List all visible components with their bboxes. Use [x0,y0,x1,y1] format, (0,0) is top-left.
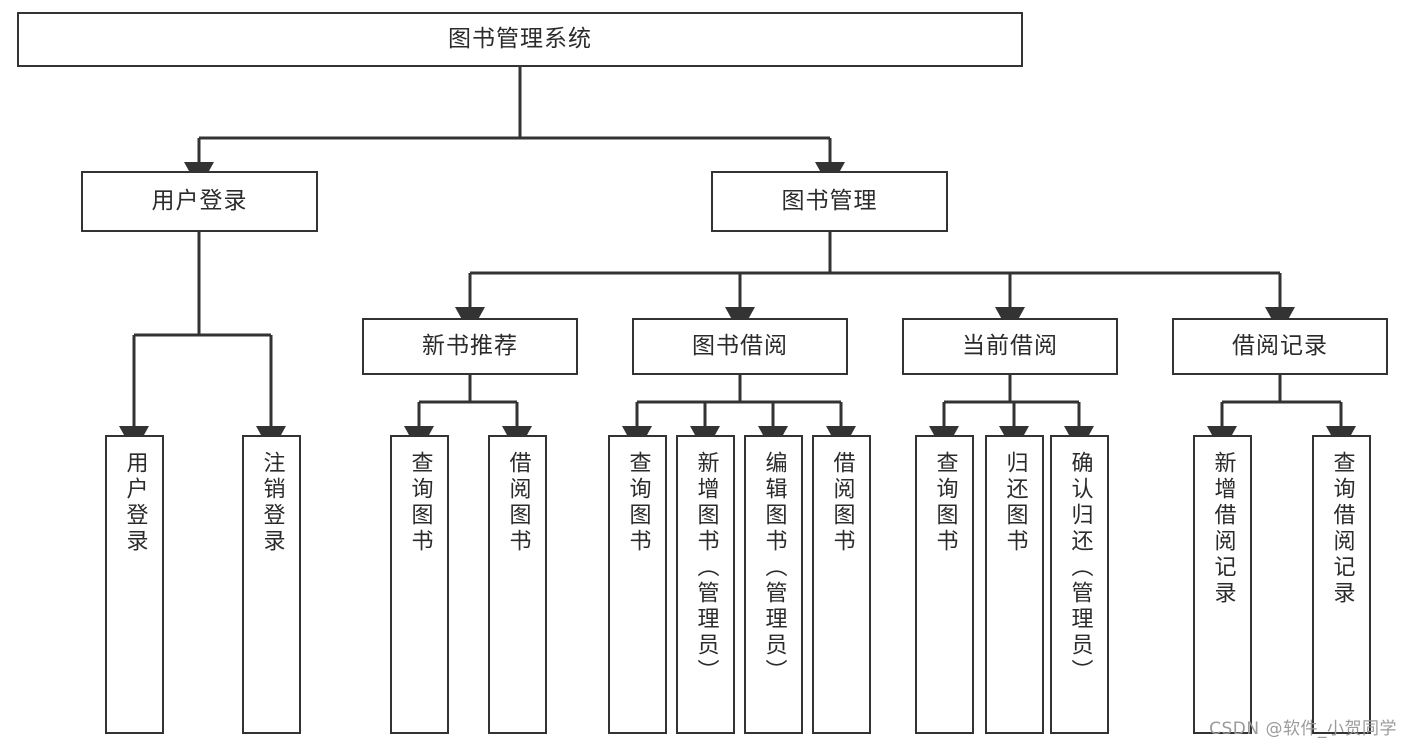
node-label: 借阅记录 [1232,332,1328,359]
node-label: 查询图书 [625,451,651,555]
node-leaf-query-borrow-record[interactable]: 查询借阅记录 [1312,435,1371,734]
node-label: 新增图书（管理员） [693,451,719,685]
node-label: 查询图书 [932,451,958,555]
node-leaf-confirm-return-admin[interactable]: 确认归还（管理员） [1050,435,1109,734]
node-leaf-query-book-current[interactable]: 查询图书 [915,435,974,734]
node-label: 查询图书 [407,451,433,555]
node-label: 编辑图书（管理员） [761,451,787,685]
node-label: 用户登录 [122,451,148,555]
node-label: 新增借阅记录 [1210,451,1236,607]
csdn-watermark: CSDN @软件_小贺同学 [1209,719,1397,739]
node-leaf-logout[interactable]: 注销登录 [242,435,301,734]
node-label: 注销登录 [259,451,285,555]
node-leaf-edit-book-admin[interactable]: 编辑图书（管理员） [744,435,803,734]
node-label: 新书推荐 [422,332,518,359]
node-book-management[interactable]: 图书管理 [711,171,948,232]
node-leaf-return-book[interactable]: 归还图书 [985,435,1044,734]
node-label: 用户登录 [151,187,248,214]
node-label: 归还图书 [1002,451,1028,555]
node-label: 图书管理系统 [448,25,592,52]
node-new-book-recommend[interactable]: 新书推荐 [362,318,578,375]
node-leaf-query-book-recommend[interactable]: 查询图书 [390,435,449,734]
node-leaf-add-borrow-record[interactable]: 新增借阅记录 [1193,435,1252,734]
node-user-login[interactable]: 用户登录 [81,171,318,232]
node-leaf-add-book-admin[interactable]: 新增图书（管理员） [676,435,735,734]
node-label: 图书管理 [781,187,878,214]
node-label: 图书借阅 [692,332,788,359]
node-label: 借阅图书 [505,451,531,555]
node-label: 确认归还（管理员） [1067,451,1093,685]
node-leaf-query-book-borrow[interactable]: 查询图书 [608,435,667,734]
node-leaf-borrow-book[interactable]: 借阅图书 [812,435,871,734]
node-label: 当前借阅 [962,332,1058,359]
node-root-book-management-system[interactable]: 图书管理系统 [17,12,1023,67]
node-book-borrow[interactable]: 图书借阅 [632,318,848,375]
node-label: 查询借阅记录 [1329,451,1355,607]
node-current-borrow[interactable]: 当前借阅 [902,318,1118,375]
node-leaf-borrow-book-recommend[interactable]: 借阅图书 [488,435,547,734]
node-borrow-record[interactable]: 借阅记录 [1172,318,1388,375]
node-label: 借阅图书 [829,451,855,555]
node-leaf-user-login[interactable]: 用户登录 [105,435,164,734]
